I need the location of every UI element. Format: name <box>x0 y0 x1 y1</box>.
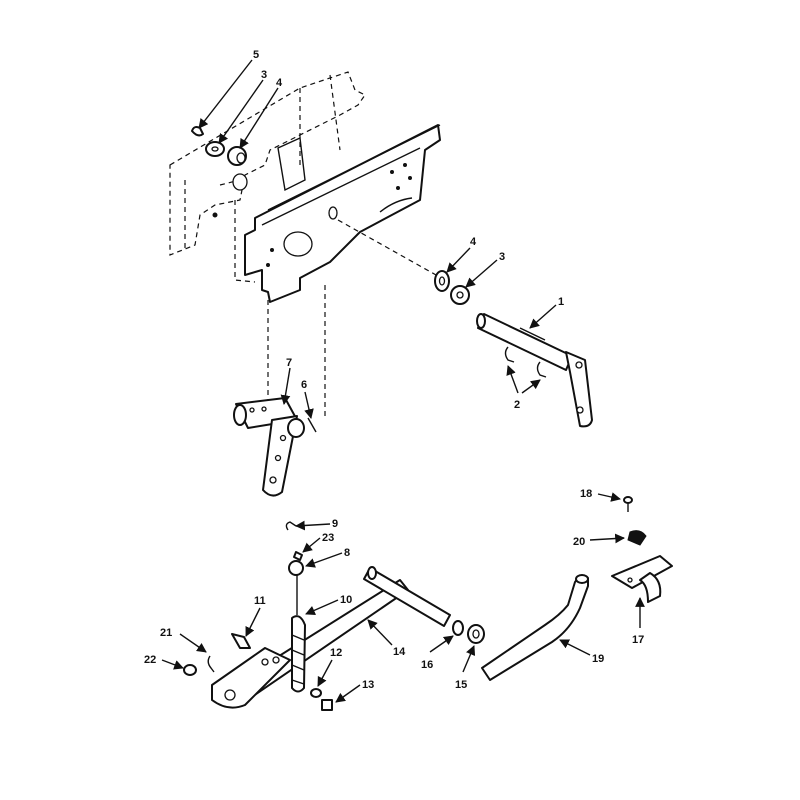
callout-18: 18 <box>580 488 621 502</box>
callout-layer: 5 3 4 4 3 1 2 <box>144 49 645 703</box>
mounting-bracket <box>611 496 673 603</box>
callout-label-1: 1 <box>558 296 564 308</box>
callout-label-19: 19 <box>592 653 604 665</box>
callout-4-upper: 4 <box>239 77 283 149</box>
callout-16: 16 <box>421 635 454 671</box>
callout-label-8: 8 <box>344 547 350 559</box>
lower-linkage <box>183 521 485 711</box>
callout-20: 20 <box>573 533 625 548</box>
callout-6: 6 <box>301 379 314 419</box>
callout-label-22: 22 <box>144 654 156 666</box>
callout-label-17: 17 <box>632 634 644 646</box>
callout-label-20: 20 <box>573 536 585 548</box>
callout-14: 14 <box>367 619 406 658</box>
callout-10: 10 <box>305 594 352 615</box>
callout-21: 21 <box>160 627 207 653</box>
callout-label-16: 16 <box>421 659 433 671</box>
callout-label-6: 6 <box>301 379 307 391</box>
callout-label-14: 14 <box>393 646 406 658</box>
callout-label-23: 23 <box>322 532 334 544</box>
callout-12: 12 <box>317 647 342 687</box>
callout-label-3-upper: 3 <box>261 69 267 81</box>
callout-label-13: 13 <box>362 679 374 691</box>
callout-label-3-right: 3 <box>499 251 505 263</box>
callout-label-12: 12 <box>330 647 342 659</box>
callout-label-18: 18 <box>580 488 592 500</box>
callout-label-5: 5 <box>253 49 259 61</box>
callout-4-right: 4 <box>446 236 477 273</box>
callout-3-upper: 3 <box>218 69 267 144</box>
callout-3-right: 3 <box>465 251 505 288</box>
callout-label-11: 11 <box>254 595 266 607</box>
callout-label-15: 15 <box>455 679 467 691</box>
callout-label-21: 21 <box>160 627 172 639</box>
callout-1: 1 <box>529 296 564 329</box>
callout-2: 2 <box>506 365 541 411</box>
callout-9: 9 <box>295 518 338 531</box>
tube <box>481 574 589 681</box>
callout-label-9: 9 <box>332 518 338 530</box>
cross-shaft <box>476 313 593 428</box>
callout-22: 22 <box>144 654 184 670</box>
callout-8: 8 <box>305 547 350 568</box>
cotter-pins <box>504 346 547 378</box>
pivot-arm <box>233 397 317 497</box>
callout-7: 7 <box>280 357 292 405</box>
callout-label-7: 7 <box>286 357 292 369</box>
callout-label-2: 2 <box>514 399 520 411</box>
callout-label-4-right: 4 <box>470 236 477 248</box>
callout-15: 15 <box>455 645 476 691</box>
callout-label-4-upper: 4 <box>276 77 283 89</box>
callout-13: 13 <box>335 679 374 703</box>
callout-23: 23 <box>302 532 334 553</box>
left-washer-stack <box>191 126 247 166</box>
callout-5: 5 <box>198 49 259 129</box>
callout-19: 19 <box>559 639 604 665</box>
right-washer-stack <box>434 270 470 305</box>
frame-assembly <box>169 71 446 420</box>
callout-label-10: 10 <box>340 594 352 606</box>
callout-17: 17 <box>632 597 645 646</box>
callout-11: 11 <box>245 595 266 637</box>
